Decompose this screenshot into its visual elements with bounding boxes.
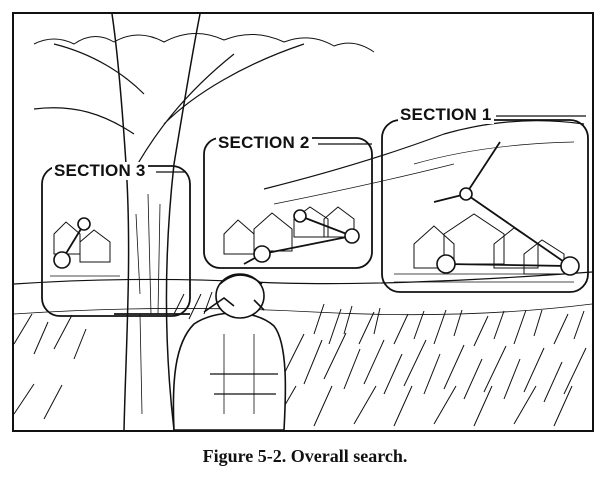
village-section-3: [50, 221, 120, 277]
illustration-frame: SECTION 1 SECTION 2 SECTION 3: [12, 12, 594, 432]
section-outlines: [41, 115, 589, 317]
section-3-label: SECTION 3: [52, 161, 148, 180]
foreground-brush: [14, 291, 587, 427]
scan-points: [53, 187, 580, 276]
observer-soldier: [172, 273, 287, 430]
figure-caption: Figure 5-2. Overall search.: [202, 446, 408, 466]
village-section-2: [223, 206, 355, 255]
section-2-label: SECTION 2: [216, 133, 312, 152]
overall-search-illustration: [14, 14, 592, 430]
village-section-1: [394, 213, 574, 283]
section-1-label: SECTION 1: [398, 105, 494, 124]
